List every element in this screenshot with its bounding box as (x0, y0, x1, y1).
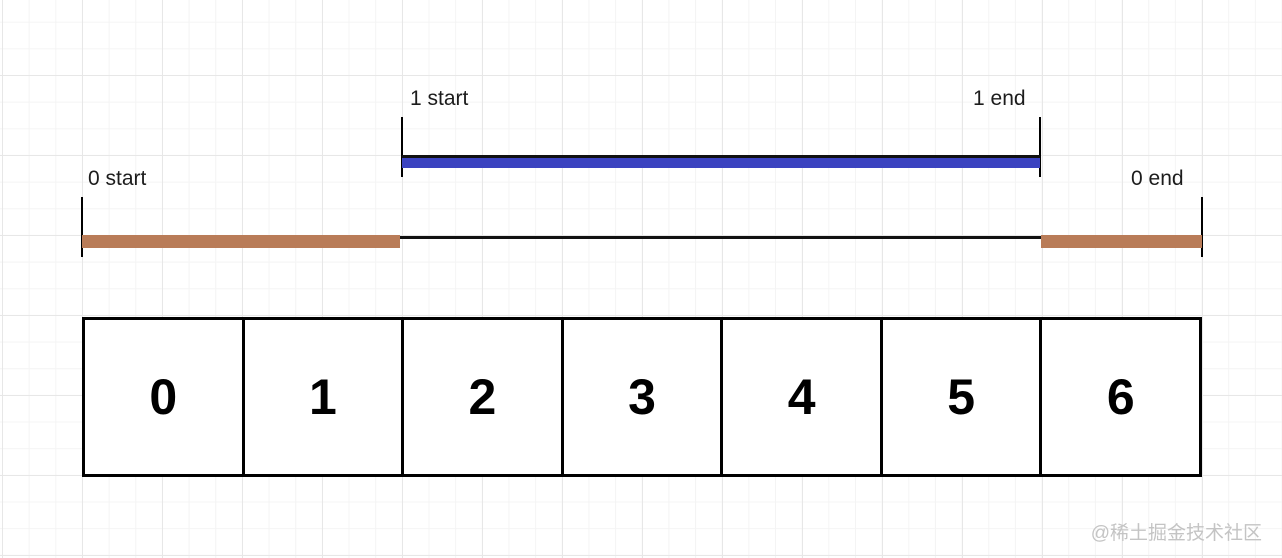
array-cell-4: 4 (723, 320, 883, 474)
watermark-text: @稀土掘金技术社区 (1090, 523, 1262, 544)
array-cell-0: 0 (85, 320, 245, 474)
interval-0-start-label: 0 start (88, 167, 147, 190)
interval-0-line (400, 236, 1041, 239)
interval-1-line (402, 155, 1040, 158)
array-cell-6: 6 (1106, 369, 1135, 425)
interval-0-start-tick (81, 197, 83, 257)
interval-1-bar (402, 158, 1040, 168)
array-cells: 0 1 2 3 4 5 6 (82, 317, 1202, 477)
interval-0-end-label: 0 end (1131, 167, 1184, 190)
interval-1-end-label: 1 end (973, 87, 1026, 110)
interval-0-left-segment-bar (82, 235, 400, 248)
array-cell-2: 2 (404, 320, 564, 474)
interval-1-start-tick (401, 117, 403, 177)
array-cell-1: 1 (245, 320, 405, 474)
array-cell-3: 3 (564, 320, 724, 474)
interval-1-start-label: 1 start (410, 87, 469, 110)
interval-1-end-tick (1039, 117, 1041, 177)
array-cell-5: 5 (883, 320, 1043, 474)
interval-0-right-segment-bar (1041, 235, 1202, 248)
interval-0-end-tick (1201, 197, 1203, 257)
